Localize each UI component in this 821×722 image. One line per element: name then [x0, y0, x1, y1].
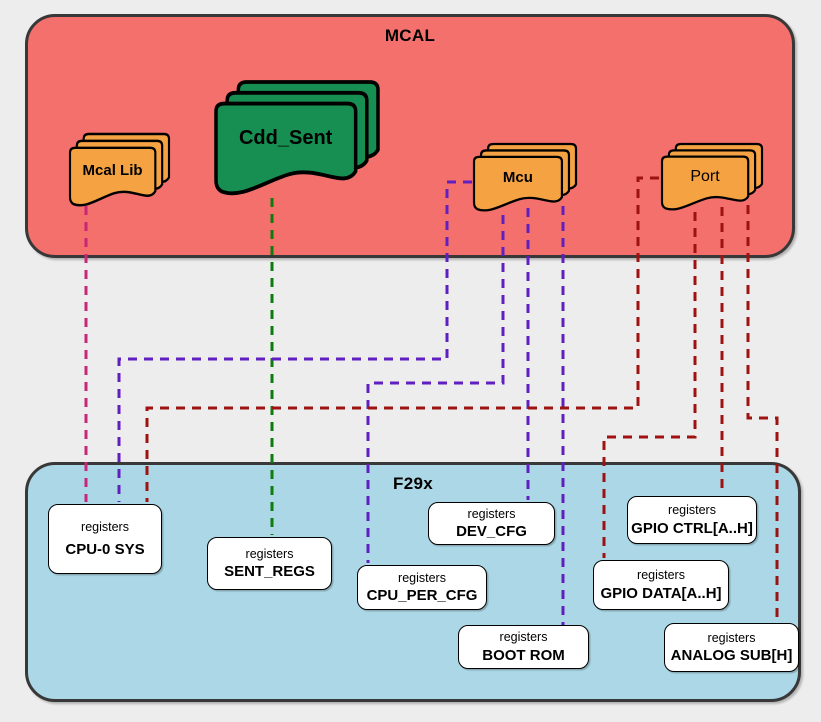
- register-sublabel: registers: [398, 570, 446, 585]
- register-name: CPU_PER_CFG: [366, 587, 478, 605]
- register-box-gpio-data: registers GPIO DATA[A..H]: [593, 560, 729, 610]
- register-name: CPU-0 SYS: [65, 540, 145, 558]
- register-box-gpio-ctrl: registers GPIO CTRL[A..H]: [627, 496, 757, 544]
- register-box-dev-cfg: registers DEV_CFG: [428, 502, 555, 545]
- port-node: Port: [660, 142, 764, 211]
- register-sublabel: registers: [81, 520, 129, 535]
- register-sublabel: registers: [707, 630, 756, 645]
- register-sublabel: registers: [637, 568, 685, 583]
- register-sublabel: registers: [467, 506, 516, 521]
- f29x-title: F29x: [393, 474, 433, 493]
- register-name: BOOT ROM: [482, 646, 565, 664]
- mcu-node: Mcu: [472, 142, 578, 212]
- register-box-boot-rom: registers BOOT ROM: [458, 625, 589, 669]
- register-name: GPIO DATA[A..H]: [600, 584, 722, 602]
- register-box-cpu0-sys: registers CPU-0 SYS: [48, 504, 162, 574]
- document-stack-icon: [660, 142, 764, 211]
- register-sublabel: registers: [499, 630, 548, 645]
- register-name: ANALOG SUB[H]: [670, 647, 793, 665]
- register-box-analog-sub: registers ANALOG SUB[H]: [664, 623, 799, 672]
- register-name: GPIO CTRL[A..H]: [631, 519, 753, 537]
- register-box-sent-regs: registers SENT_REGS: [207, 537, 332, 590]
- mcal-lib-node: Mcal Lib: [68, 132, 171, 207]
- document-stack-icon: [472, 142, 578, 212]
- mcal-title: MCAL: [384, 26, 436, 45]
- register-box-cpu-per-cfg: registers CPU_PER_CFG: [357, 565, 487, 610]
- register-name: SENT_REGS: [224, 563, 315, 581]
- document-stack-icon: [68, 132, 171, 207]
- register-name: DEV_CFG: [456, 523, 527, 541]
- cdd-sent-node: Cdd_Sent: [214, 80, 380, 196]
- register-sublabel: registers: [668, 503, 716, 518]
- document-stack-icon: [214, 80, 380, 196]
- register-sublabel: registers: [245, 546, 294, 561]
